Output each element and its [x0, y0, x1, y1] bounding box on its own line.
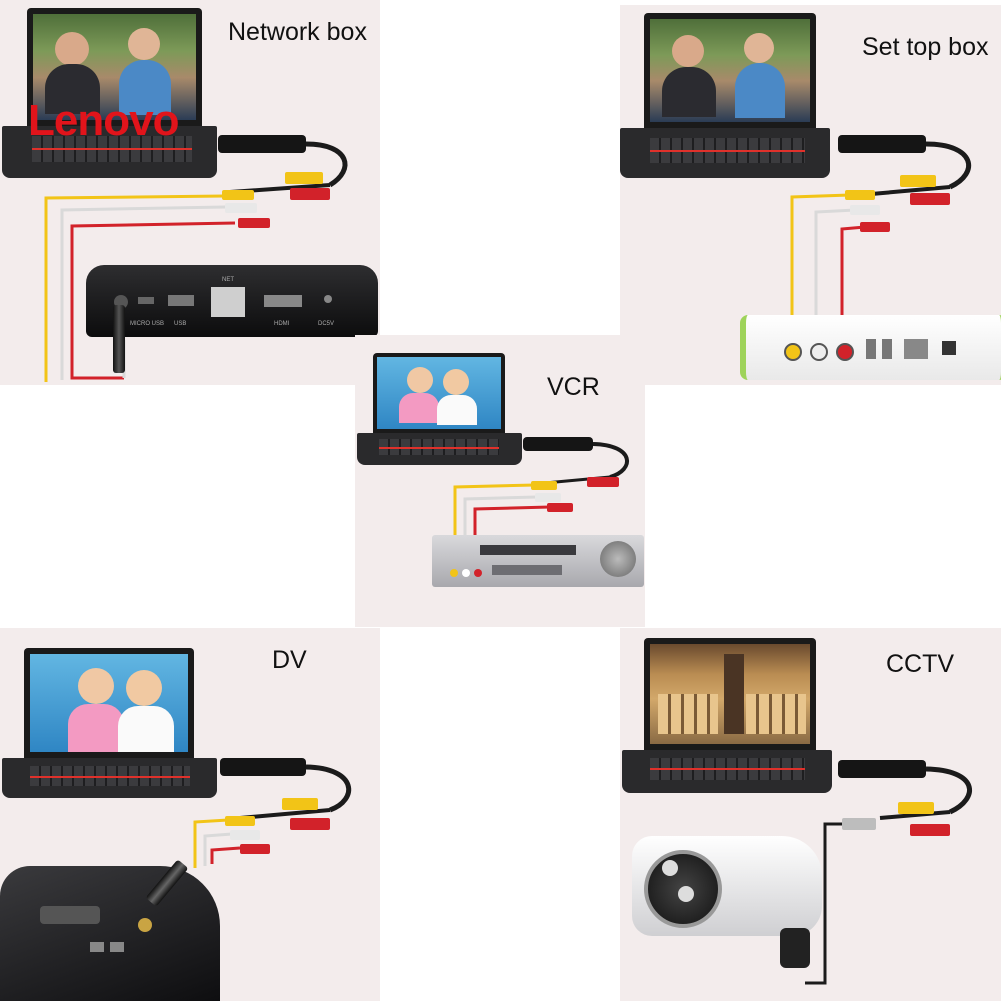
laptop: [622, 638, 832, 793]
rca-jack-red: [290, 188, 330, 200]
laptop: [357, 353, 522, 465]
rca-plug-white: [225, 203, 257, 213]
usb-port: [866, 339, 876, 359]
rca-port-white: [462, 569, 470, 577]
laptop-keyboard-deck: [2, 758, 217, 798]
port-label-micro-usb: MICRO USB: [130, 321, 165, 327]
laptop-keyboard-deck: [622, 750, 832, 793]
rca-port-yellow: [450, 569, 458, 577]
usb-capture-dongle: [838, 135, 926, 153]
panel-dv: DV: [0, 628, 380, 1001]
rca-jack-yellow: [282, 798, 318, 810]
port-label-net: NET: [222, 277, 234, 283]
network-box-device: MICRO USB USB NET HDMI DC5V: [86, 265, 378, 337]
bnc-adapter: [842, 818, 876, 830]
cctv-bullet-camera: [632, 836, 822, 936]
rca-plug-red: [860, 222, 890, 232]
rca-port-yellow: [784, 343, 802, 361]
brand-logo-lenovo: Lenovo: [28, 96, 179, 145]
ethernet-port: [904, 339, 928, 359]
rca-jack-yellow: [900, 175, 936, 187]
audio-jack-plug: [113, 305, 125, 373]
laptop-screen: [644, 638, 816, 750]
panel-set-top-box: Set top box: [620, 5, 1001, 385]
rca-jack-yellow: [285, 172, 323, 184]
laptop-screen: [24, 648, 194, 758]
camcorder-hinge: [40, 906, 100, 924]
laptop-keyboard-deck: [2, 126, 217, 178]
rca-plug-white: [850, 205, 880, 215]
rca-plug-yellow: [531, 481, 557, 490]
camera-ir-led: [678, 886, 694, 902]
rca-jack-red: [290, 818, 330, 830]
panel-label-vcr: VCR: [547, 373, 600, 401]
rca-port-white: [810, 343, 828, 361]
dc-port: [324, 295, 332, 303]
rca-plug-red: [240, 844, 270, 854]
panel-label-cctv: CCTV: [886, 650, 955, 678]
panel-network-box: Lenovo Network box MICRO USB USB NET HDM…: [0, 0, 380, 385]
hdmi-port: [264, 295, 302, 307]
video-frame-two-women: [650, 19, 810, 122]
rca-port-red: [474, 569, 482, 577]
port-label-usb: USB: [174, 321, 187, 327]
rca-plug-red: [238, 218, 270, 228]
camera-bnc-connector: [780, 928, 810, 968]
av-port: [138, 918, 152, 932]
rca-plug-yellow: [225, 816, 255, 826]
rca-jack-red: [910, 193, 950, 205]
laptop-keyboard-deck: [357, 433, 522, 465]
video-frame-two-women: [33, 14, 196, 120]
laptop: [620, 13, 830, 178]
rca-plug-red: [910, 824, 950, 836]
rca-jack-yellow: [898, 802, 934, 814]
usb-capture-dongle: [220, 758, 306, 776]
camera-ir-led: [662, 860, 678, 876]
av-cable: [805, 766, 972, 985]
video-frame-restaurant: [650, 644, 810, 744]
usb-capture-dongle: [523, 437, 593, 451]
panel-cctv: CCTV: [620, 628, 1001, 1001]
dv-camcorder: [0, 866, 220, 1001]
rca-jack-red: [587, 477, 619, 487]
display-panel: [492, 565, 562, 575]
video-frame-two-children: [30, 654, 188, 752]
av-cable: [790, 141, 971, 315]
panel-label-set-top-box: Set top box: [862, 33, 989, 61]
port-label-hdmi: HDMI: [274, 321, 290, 327]
usb-capture-dongle: [838, 760, 926, 778]
rca-plug-white: [535, 493, 561, 502]
rca-plug-yellow: [845, 190, 875, 200]
laptop-screen: [373, 353, 505, 433]
laptop-screen: [27, 8, 202, 126]
jog-dial: [600, 541, 636, 577]
laptop-keyboard-deck: [620, 128, 830, 178]
av-cable: [193, 764, 352, 868]
usb-port: [168, 295, 194, 306]
firewire-port: [90, 942, 104, 952]
micro-usb-port: [138, 297, 154, 304]
laptop: [2, 648, 217, 798]
panel-label-dv: DV: [272, 646, 307, 674]
usb-port: [882, 339, 892, 359]
rca-port-red: [836, 343, 854, 361]
usb-capture-dongle: [218, 135, 306, 153]
dc-port: [942, 341, 956, 355]
ethernet-port: [211, 287, 245, 317]
cassette-slot: [480, 545, 576, 555]
panel-vcr: VCR: [355, 335, 645, 627]
panel-label-network-box: Network box: [228, 18, 367, 46]
laptop-screen: [644, 13, 816, 128]
port-label-dc5v: DC5V: [318, 321, 335, 327]
vcr-device: [432, 535, 644, 587]
rca-plug-yellow: [222, 190, 254, 200]
rca-plug-white: [230, 830, 260, 840]
laptop: [2, 8, 217, 178]
rca-plug-red: [547, 503, 573, 512]
set-top-box-device: [740, 315, 1001, 380]
video-frame-two-children: [377, 357, 501, 429]
usb-port: [110, 942, 124, 952]
